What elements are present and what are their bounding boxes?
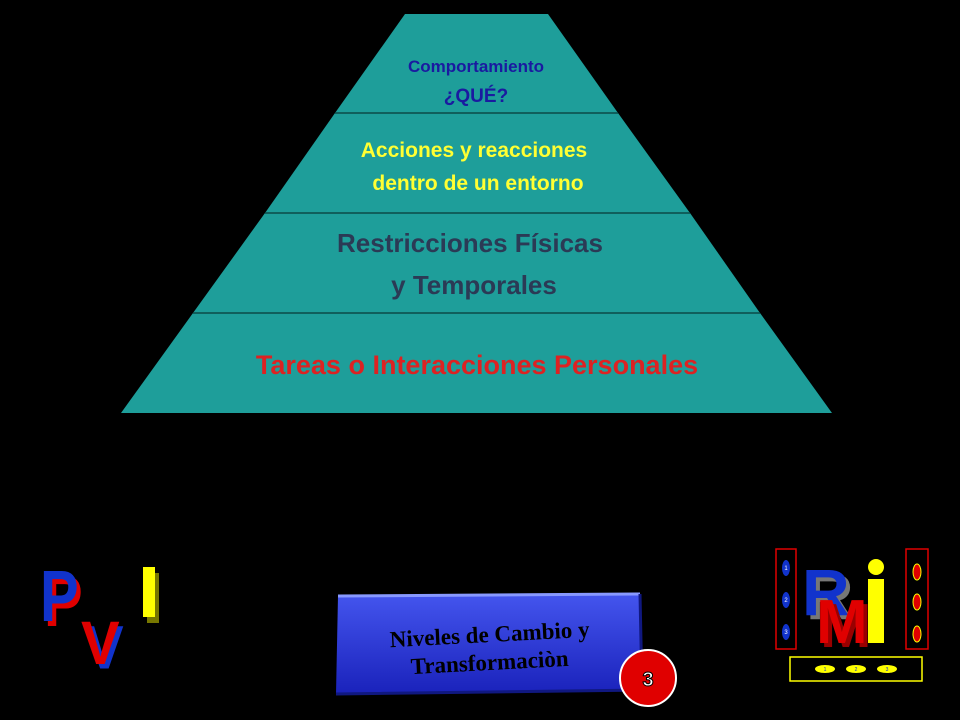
level-3-line-1: Restricciones Físicas: [337, 228, 603, 258]
rmi-right-dot-1: [912, 563, 922, 581]
svg-text:M: M: [820, 592, 872, 661]
level-2-line-2: dentro de un entorno: [372, 172, 583, 195]
rmi-bottom-dot-3: [877, 665, 897, 673]
svg-text:V: V: [81, 609, 120, 678]
rmi-letter-r: R R: [802, 555, 854, 633]
rmi-right-dot-3: [912, 625, 922, 643]
level-1-line-2: ¿QUÉ?: [444, 85, 508, 107]
pvi-logo: P P V V: [40, 556, 159, 682]
pyramid-level-2-shape: [265, 113, 690, 213]
pyramid-level-4-shape: [121, 313, 832, 413]
rmi-bottom-box: [789, 656, 923, 682]
rmi-right-dot-2: [912, 593, 922, 611]
rmi-bottom-label-1: 1: [824, 667, 827, 673]
pvi-letter-p: P P: [40, 556, 83, 642]
rmi-left-label-1: 1: [784, 566, 788, 572]
svg-text:R: R: [802, 555, 850, 629]
rmi-left-dot-3: [782, 624, 790, 640]
pyramid-level-1-shape: [335, 14, 618, 113]
rmi-bottom-label-3: 3: [886, 667, 889, 673]
level-3-line-2: y Temporales: [391, 270, 557, 300]
rmi-bottom-label-2: 2: [855, 667, 858, 673]
badge-circle: [619, 649, 677, 707]
level-4-line-1: Tareas o Interacciones Personales: [256, 350, 698, 380]
level-2-line-1: Acciones y reacciones: [361, 139, 587, 162]
rmi-left-label-2: 2: [784, 598, 788, 604]
niveles-banner: Niveles de Cambio y Transformaciòn: [335, 592, 644, 696]
rmi-logo: 1 2 3 R R M M 1 2 3: [775, 548, 929, 682]
svg-text:V: V: [85, 613, 124, 682]
pvi-letter-i: [143, 567, 159, 623]
level-1-line-1: Comportamiento: [408, 57, 544, 76]
rmi-letter-m: M M: [816, 588, 872, 661]
badge-number: 3: [642, 669, 653, 691]
rmi-letter-i: [868, 559, 884, 643]
svg-text:R: R: [806, 559, 854, 633]
badge-container: 3: [619, 649, 677, 707]
rmi-right-box: [905, 548, 929, 650]
rmi-left-dot-1: [782, 560, 790, 576]
banner-shape: [336, 594, 642, 694]
svg-text:P: P: [40, 556, 79, 637]
svg-text:P: P: [44, 561, 83, 642]
rmi-bottom-dot-2: [846, 665, 866, 673]
svg-text:M: M: [816, 588, 868, 657]
rmi-left-dot-2: [782, 592, 790, 608]
rmi-bottom-dot-1: [815, 665, 835, 673]
rmi-left-box: [775, 548, 797, 650]
rmi-left-label-3: 3: [784, 630, 788, 636]
pyramid-level-3-shape: [193, 213, 760, 313]
pvi-letter-v: V V: [81, 609, 124, 682]
